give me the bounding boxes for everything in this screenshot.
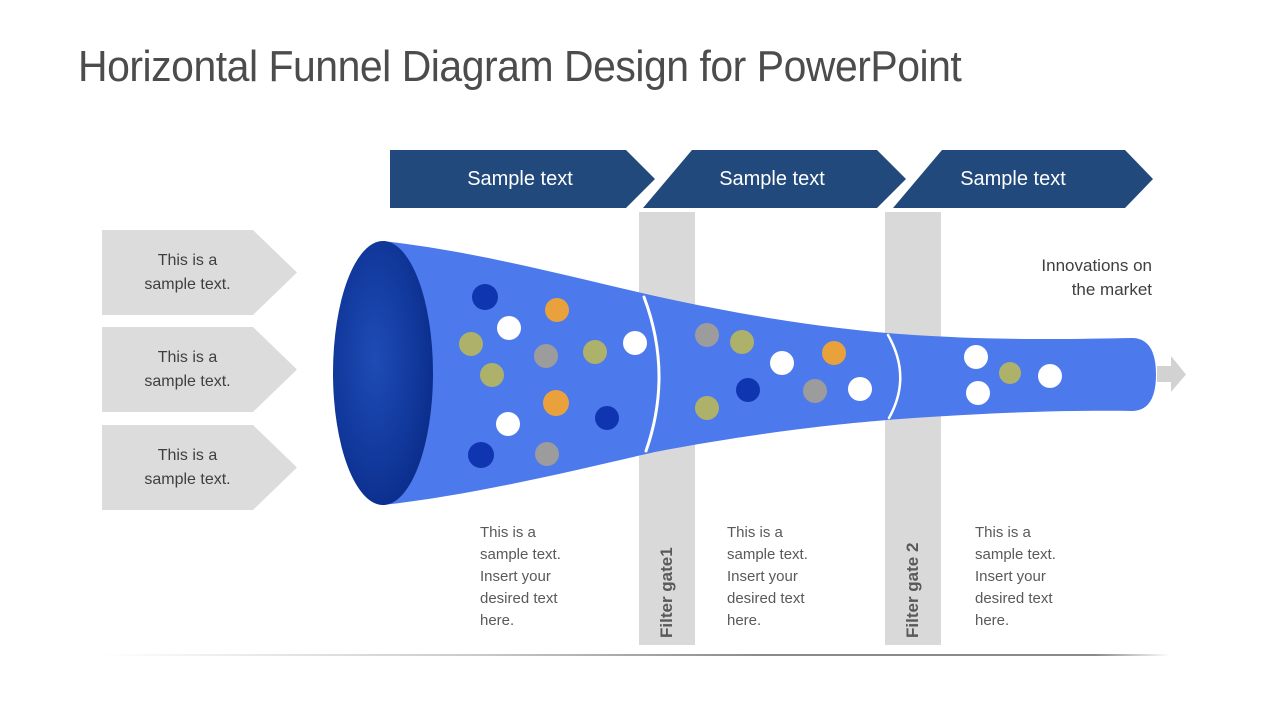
- funnel-dot: [534, 344, 558, 368]
- banner-arrow-1: [390, 150, 655, 208]
- banner-label-2: Sample text: [719, 167, 825, 190]
- funnel-dot: [468, 442, 494, 468]
- callout-arrow-1: [102, 230, 297, 315]
- filter-gate-label-1: Filter gate1: [657, 547, 676, 638]
- funnel-dot: [695, 396, 719, 420]
- funnel-dot: [595, 406, 619, 430]
- filter-gate-label-2: Filter gate 2: [903, 542, 922, 638]
- funnel-divider-arc-2: [886, 333, 902, 420]
- description-text-1: This is a sample text. Insert your desir…: [480, 524, 561, 629]
- funnel-dot: [803, 379, 827, 403]
- banner-label-3: Sample text: [960, 167, 1066, 190]
- funnel-dot: [543, 390, 569, 416]
- description-text-3: This is a sample text. Insert your desir…: [975, 524, 1056, 629]
- funnel-dot: [848, 377, 872, 401]
- funnel-dot: [1038, 364, 1062, 388]
- funnel-dot: [822, 341, 846, 365]
- funnel-dot: [736, 378, 760, 402]
- banner-arrow-2: [643, 150, 906, 208]
- description-text-2: This is a sample text. Insert your desir…: [727, 524, 808, 629]
- funnel-dot: [535, 442, 559, 466]
- funnel-divider-arc-1: [642, 295, 661, 453]
- banner-label-1: Sample text: [467, 167, 573, 190]
- callout-arrow-3: [102, 425, 297, 510]
- funnel-dot: [459, 332, 483, 356]
- callout-label-1: This is a sample text.: [144, 251, 231, 293]
- funnel-output-arrow-icon: [1157, 356, 1186, 392]
- slide-title: Horizontal Funnel Diagram Design for Pow…: [78, 42, 962, 91]
- funnel-dot: [999, 362, 1021, 384]
- funnel-dot: [583, 340, 607, 364]
- banner-arrow-3: [893, 150, 1153, 208]
- callout-arrow-2: [102, 327, 297, 412]
- funnel-dot: [545, 298, 569, 322]
- funnel-body: [383, 241, 1156, 505]
- funnel-dot: [623, 331, 647, 355]
- callout-label-2: This is a sample text.: [144, 348, 231, 390]
- funnel-dot: [770, 351, 794, 375]
- funnel-dot: [964, 345, 988, 369]
- funnel-dot: [472, 284, 498, 310]
- funnel-dot: [730, 330, 754, 354]
- funnel-dot: [497, 316, 521, 340]
- funnel-dot: [695, 323, 719, 347]
- bottom-divider-line: [100, 654, 1170, 656]
- funnel-dot: [966, 381, 990, 405]
- outcome-label: Innovations on the market: [1041, 256, 1152, 299]
- funnel-dot: [496, 412, 520, 436]
- funnel-mouth: [333, 241, 433, 505]
- callout-label-3: This is a sample text.: [144, 446, 231, 488]
- filter-gate-bar-2: [885, 212, 941, 645]
- funnel-dot: [480, 363, 504, 387]
- funnel-dots: [459, 284, 1062, 468]
